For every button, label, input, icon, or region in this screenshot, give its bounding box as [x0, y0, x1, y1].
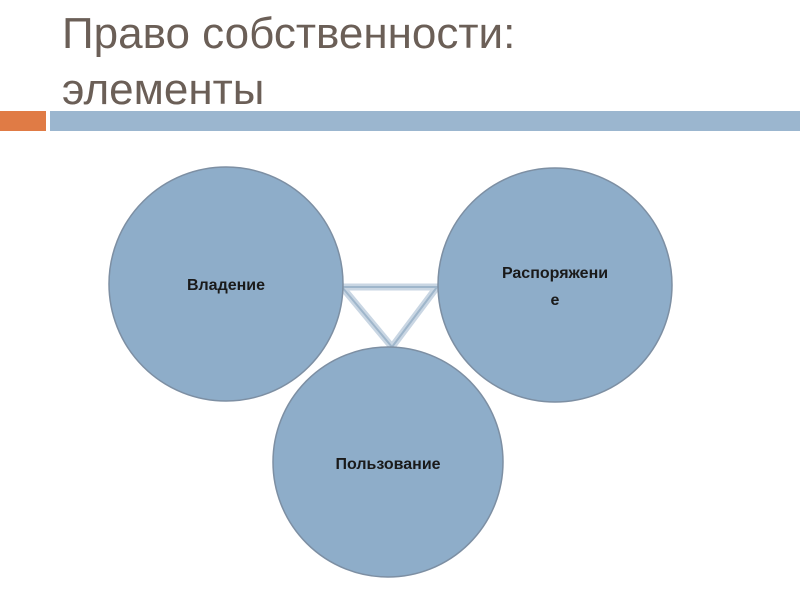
connector-triangle — [334, 283, 444, 353]
slide-title-line-2: элементы — [62, 65, 265, 114]
accent-bar-orange — [0, 111, 46, 131]
slide-title: Право собственности: элементы — [62, 6, 782, 118]
node-use: Пользование — [272, 346, 504, 578]
label-disposal-line-1: Распоряжени — [502, 265, 608, 282]
node-possession: Владение — [108, 166, 344, 402]
label-possession: Владение — [187, 277, 265, 294]
slide-title-line-1: Право собственности: — [62, 9, 516, 58]
label-disposal-line-2: е — [551, 292, 560, 309]
node-disposal: Распоряжени е — [437, 167, 673, 403]
circle-use — [272, 346, 504, 578]
label-use: Пользование — [335, 456, 440, 473]
circle-disposal — [437, 167, 673, 403]
accent-bar-blue — [50, 111, 800, 131]
circle-possession — [108, 166, 344, 402]
